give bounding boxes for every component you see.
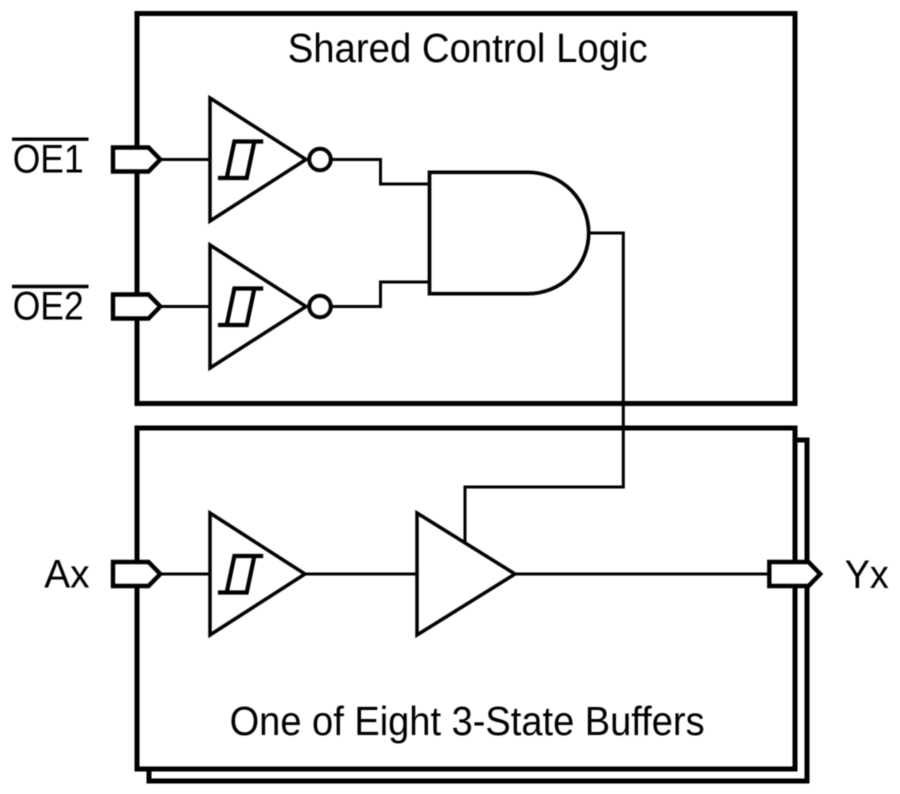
svg-text:Ax: Ax	[44, 553, 89, 597]
svg-text:OE1: OE1	[13, 138, 84, 182]
svg-text:One of Eight 3-State Buffers: One of Eight 3-State Buffers	[230, 698, 705, 744]
svg-text:Shared Control Logic: Shared Control Logic	[288, 25, 648, 71]
svg-text:OE2: OE2	[13, 284, 84, 328]
svg-text:Yx: Yx	[845, 553, 889, 597]
